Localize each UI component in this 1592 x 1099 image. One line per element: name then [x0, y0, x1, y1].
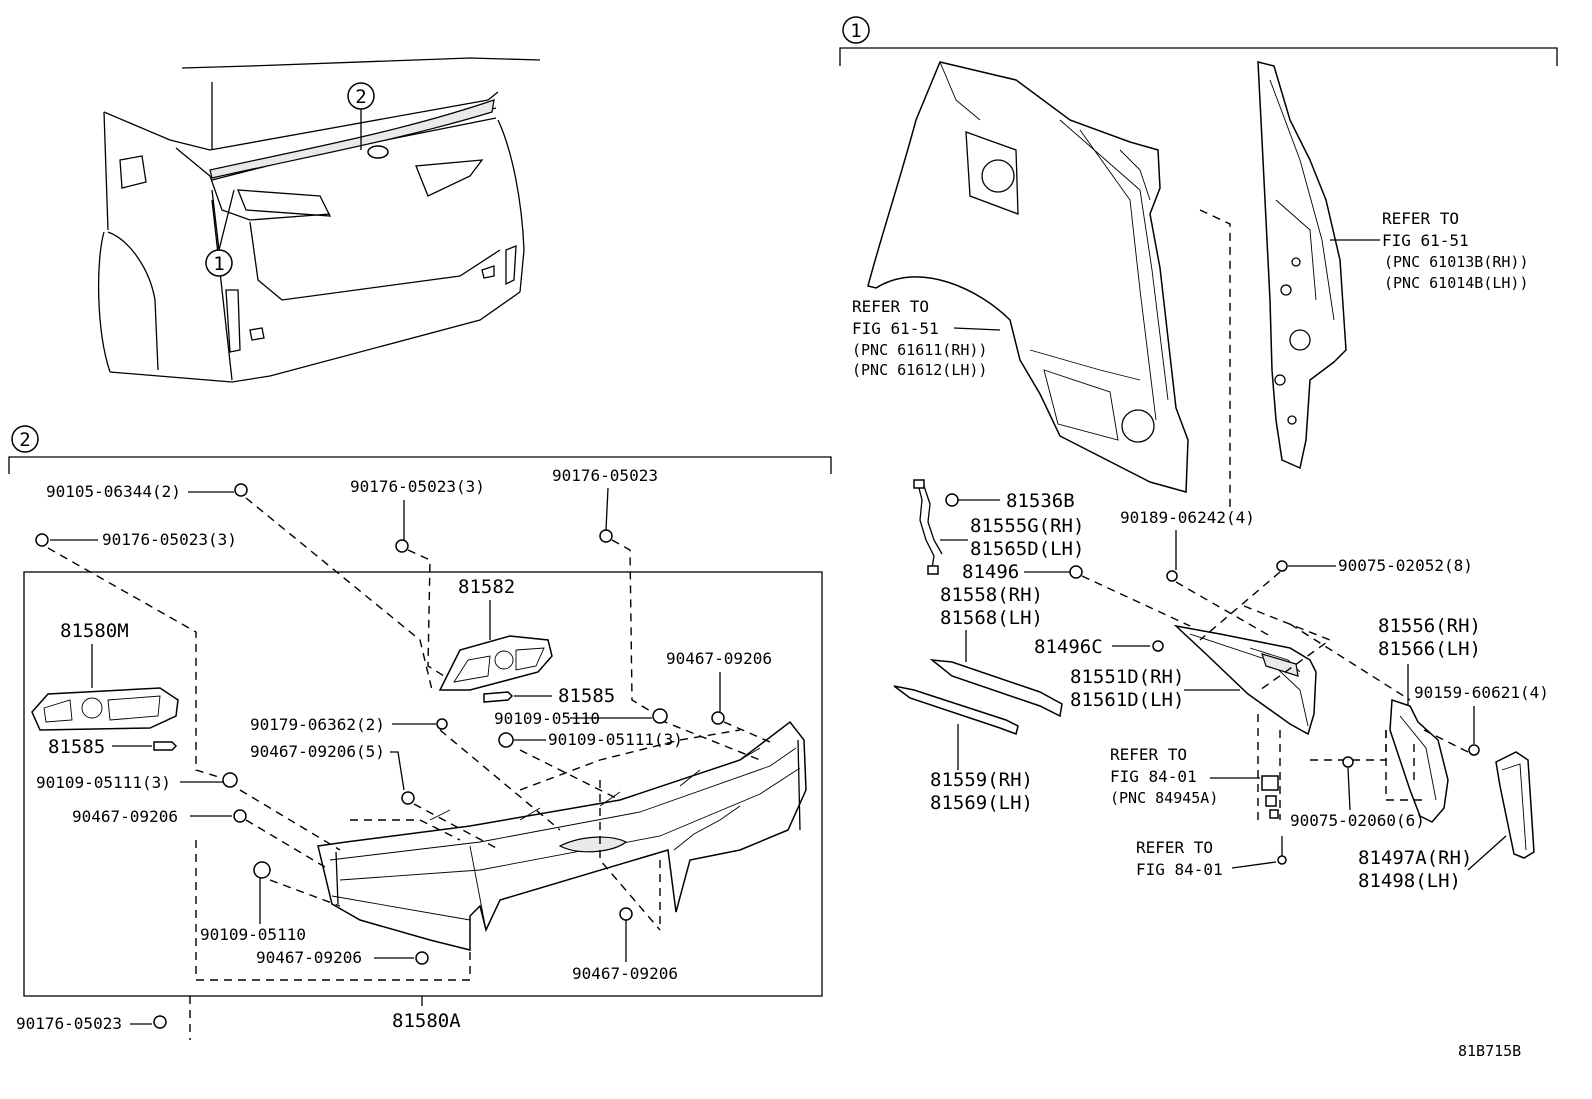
inner-pillar-panel: [1257, 61, 1347, 470]
part-90176-05023-3a: 90176-05023(3): [350, 477, 485, 496]
part-81559: 81559(RH): [930, 769, 1033, 791]
part-90075-02060: 90075-02060(6): [1290, 811, 1425, 830]
part-90105-06344: 90105-06344(2): [46, 482, 181, 501]
part-81585-right: 81585: [558, 685, 615, 707]
rear-garnish-assembly: [317, 720, 807, 951]
part-81580M: 81580M: [60, 620, 129, 642]
refer-text: REFER TO: [1110, 745, 1187, 764]
part-81582: 81582: [458, 576, 515, 598]
part-81568: 81568(LH): [940, 607, 1043, 629]
refer-text: REFER TO: [1382, 209, 1459, 228]
refer-fig-61-51-left: REFER TO FIG 61-51 (PNC 61611(RH)) (PNC …: [852, 297, 1001, 379]
refer-fig-text: FIG 84-01: [1136, 860, 1223, 879]
wire-harness: [913, 479, 959, 575]
side-cover: [1385, 698, 1449, 823]
gasket-81580M: [31, 687, 179, 731]
part-81498: 81498(LH): [1358, 870, 1461, 892]
refer-fig-text: FIG 84-01: [1110, 767, 1197, 786]
part-81561D: 81561D(LH): [1070, 689, 1184, 711]
part-90176-05023-bottom: 90176-05023: [16, 1014, 122, 1033]
vehicle-overview: 2 1: [97, 57, 541, 383]
part-90467-09206-5: 90467-09206(5): [250, 742, 385, 761]
part-81558: 81558(RH): [940, 584, 1043, 606]
tail-lamp: [1173, 624, 1317, 736]
refer-text: REFER TO: [1136, 838, 1213, 857]
part-90189-06242: 90189-06242(4): [1120, 508, 1255, 527]
refer-fig-84-01-a: REFER TO FIG 84-01 (PNC 84945A): [1110, 745, 1260, 807]
part-81555G: 81555G(RH): [970, 515, 1084, 537]
part-90159-60621: 90159-60621(4): [1414, 683, 1549, 702]
refer-fig-text: FIG 61-51: [852, 319, 939, 338]
part-81566: 81566(LH): [1378, 638, 1481, 660]
part-90467-09206-left: 90467-09206: [72, 807, 178, 826]
part-90075-02052: 90075-02052(8): [1338, 556, 1473, 575]
refer-pnc-text: (PNC 61611(RH)): [852, 341, 987, 359]
part-81497A: 81497A(RH): [1358, 847, 1472, 869]
part-90109-05111-b: 90109-05111(3): [36, 773, 171, 792]
section-2: 2 90105-06344(2) 90176-05023(3) 90176-05…: [8, 425, 832, 1040]
figure-code: 81B715B: [1458, 1042, 1521, 1060]
callout-1-header: 1: [850, 20, 861, 42]
refer-pnc-text: (PNC 61612(LH)): [852, 361, 987, 379]
part-81565D: 81565D(LH): [970, 538, 1084, 560]
part-90176-05023-3b: 90176-05023(3): [102, 530, 237, 549]
refer-fig-61-51-right: REFER TO FIG 61-51 (PNC 61013B(RH)) (PNC…: [1330, 209, 1529, 292]
part-90467-09206-bottom: 90467-09206: [256, 948, 362, 967]
callout-2-overview: 2: [355, 86, 366, 108]
part-81569: 81569(LH): [930, 792, 1033, 814]
reflector: [1495, 751, 1535, 859]
refer-pnc-text: (PNC 61014B(LH)): [1384, 274, 1529, 292]
refer-fig-84-01-b: REFER TO FIG 84-01: [1136, 836, 1287, 879]
part-81496C: 81496C: [1034, 636, 1103, 658]
part-81556: 81556(RH): [1378, 615, 1481, 637]
part-90109-05110-b: 90109-05110: [200, 925, 306, 944]
callout-2-header: 2: [19, 429, 30, 451]
refer-pnc-text: (PNC 84945A): [1110, 789, 1218, 807]
callout-1-overview: 1: [213, 253, 224, 275]
part-90109-05111-a: 90109-05111(3): [548, 730, 683, 749]
part-81585-left: 81585: [48, 736, 105, 758]
part-90467-09206-right: 90467-09206: [572, 964, 678, 983]
refer-text: REFER TO: [852, 297, 929, 316]
part-90176-05023-top: 90176-05023: [552, 466, 658, 485]
lower-bracket: [1257, 714, 1281, 820]
part-81536B: 81536B: [1006, 490, 1075, 512]
part-90179-06362: 90179-06362(2): [250, 715, 385, 734]
part-90467-09206-top: 90467-09206: [666, 649, 772, 668]
assembly-box: [23, 571, 823, 997]
part-90109-05110-a: 90109-05110: [494, 709, 600, 728]
part-81551D: 81551D(RH): [1070, 666, 1184, 688]
refer-pnc-text: (PNC 61013B(RH)): [1384, 253, 1529, 271]
refer-fig-text: FIG 61-51: [1382, 231, 1469, 250]
part-81580A: 81580A: [392, 1010, 461, 1032]
section-1: 1 REFER TO FIG: [839, 16, 1558, 892]
part-81496: 81496: [962, 561, 1019, 583]
quarter-panel: [867, 61, 1189, 493]
